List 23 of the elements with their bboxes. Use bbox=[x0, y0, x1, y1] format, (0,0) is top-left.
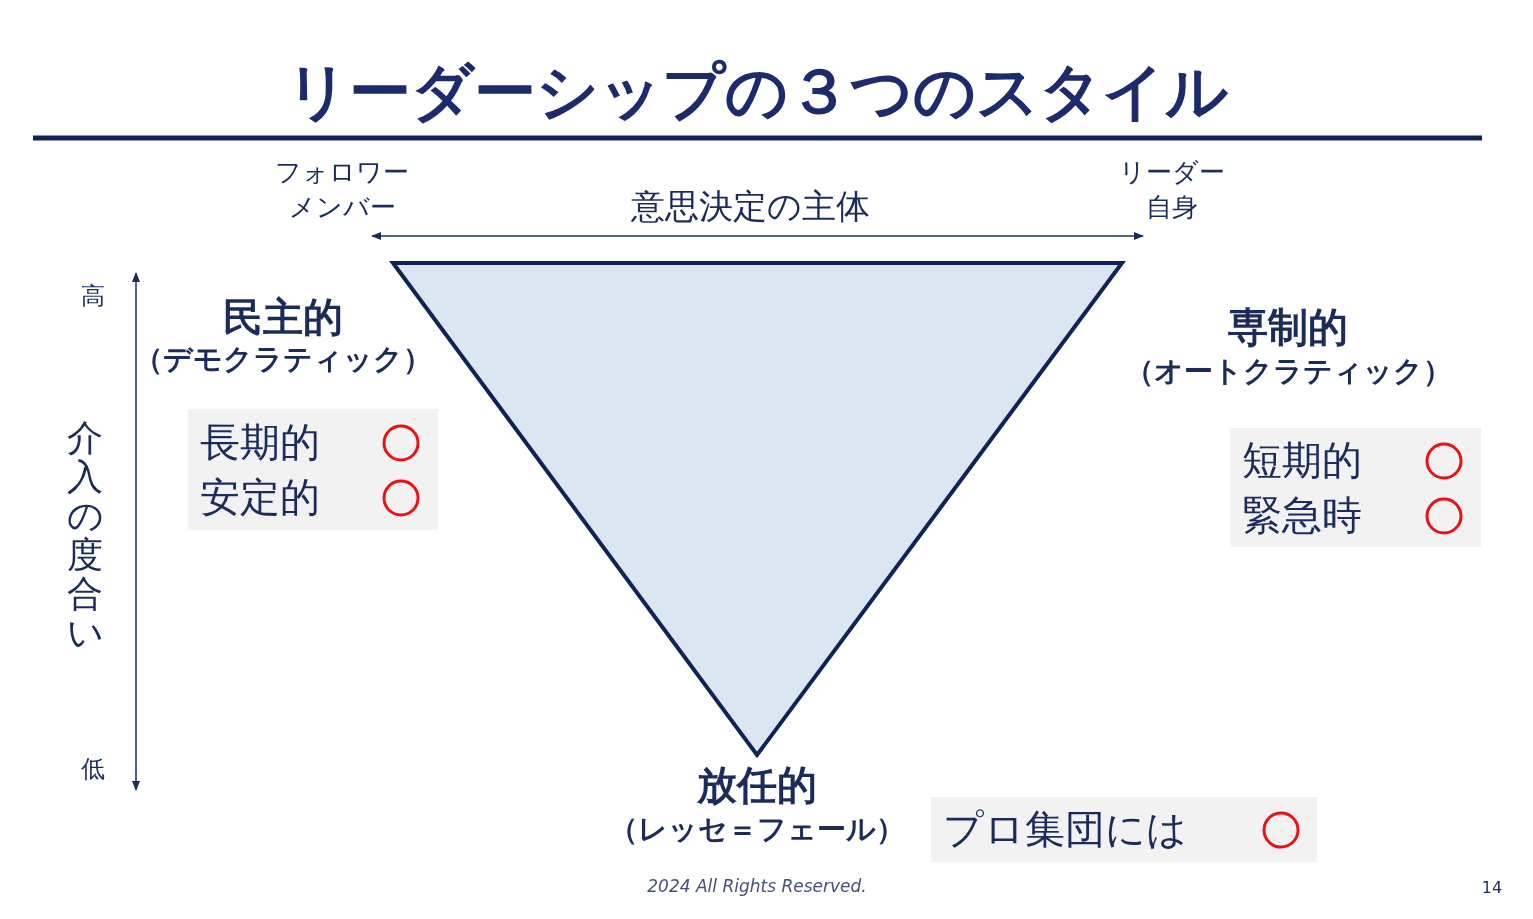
page-number: 14 bbox=[1481, 878, 1503, 897]
evaluation-box bbox=[931, 797, 1317, 862]
axis-title: 介入の度合い bbox=[65, 418, 105, 652]
evaluation-text: プロ集団には bbox=[943, 805, 1187, 854]
evaluation-box bbox=[1230, 428, 1481, 547]
axis-label: フォロワーメンバー bbox=[274, 156, 410, 224]
scale-label: 高 bbox=[81, 281, 105, 312]
style-heading: 専制的 bbox=[1228, 303, 1348, 352]
evaluation-box bbox=[188, 409, 438, 530]
evaluation-text: 長期的 bbox=[200, 417, 320, 467]
evaluation-text: 短期的 bbox=[1242, 435, 1362, 485]
axis-title: 意思決定の主体 bbox=[630, 185, 870, 228]
style-heading: 民主的 bbox=[223, 293, 343, 342]
evaluation-text: 緊急時 bbox=[1242, 490, 1362, 540]
copyright-text: 2024 All Rights Reserved. bbox=[647, 876, 867, 896]
style-subheading: （デモクラティック） bbox=[134, 341, 432, 378]
style-heading: 放任的 bbox=[697, 761, 817, 810]
scale-label: 低 bbox=[81, 754, 105, 785]
title: リーダーシップの３つのスタイル bbox=[286, 54, 1228, 130]
style-subheading: （オートクラティック） bbox=[1124, 353, 1452, 390]
axis-label: リーダー自身 bbox=[1118, 156, 1226, 224]
style-subheading: （レッセ＝フェール） bbox=[609, 811, 905, 848]
evaluation-text: 安定的 bbox=[200, 472, 320, 522]
